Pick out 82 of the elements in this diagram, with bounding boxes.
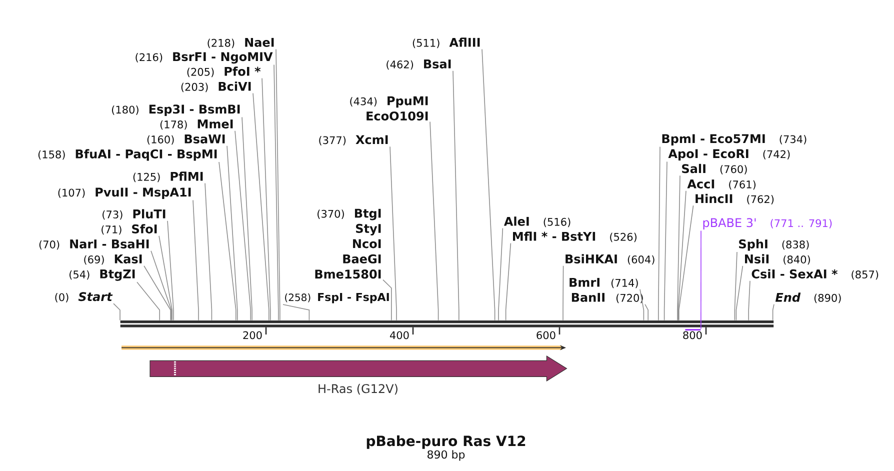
enzyme-label: AleI (516)	[504, 216, 570, 228]
enzyme-label: ApoI - EcoRI (742)	[668, 149, 790, 160]
enzyme-label: (180) Esp3I - BsmBI	[112, 104, 240, 116]
primer-label: pBABE 3' (771 .. 791)	[703, 218, 832, 230]
leader-line	[505, 242, 512, 321]
leader-line	[274, 64, 279, 321]
enzyme-label: (370) BtgI StyI NcoI BaeGI Bme1580I	[315, 208, 381, 279]
enzyme-label: BsiHKAI (604)	[566, 254, 654, 265]
enzyme-label: (71) SfoI	[102, 224, 157, 235]
enzyme-label: (511) AflIII	[412, 38, 480, 48]
enzyme-label: (73) PluTI	[102, 209, 166, 220]
enzyme-label: (216) BsrFI - NgoMIV	[136, 52, 273, 64]
leader-line	[498, 228, 504, 321]
leader-line	[452, 70, 460, 321]
length-label: 890 bp	[428, 450, 465, 461]
leader-line	[700, 230, 702, 330]
enzyme-label: HincII (762)	[696, 194, 774, 204]
sequence-backbone	[120, 320, 774, 328]
enzyme-label: AccI (761)	[687, 180, 756, 190]
enzyme-label: (54) BtgZI	[70, 270, 135, 281]
leader-line	[226, 145, 238, 321]
enzyme-label: (107) PvuII - MspA1I	[58, 188, 191, 199]
leader-line	[242, 116, 252, 321]
title: pBabe-puro Ras V12	[366, 435, 526, 449]
enzyme-label: (178) MmeI	[160, 120, 233, 130]
leader-line	[562, 265, 564, 321]
leader-line	[167, 220, 174, 321]
enzyme-label: MflI * - BstYI (526)	[513, 232, 636, 242]
leader-line	[282, 304, 310, 321]
leader-line	[150, 250, 172, 321]
enzyme-label: CsiI - SexAI * (857)	[752, 269, 878, 280]
enzyme-label: (158) BfuAI - PaqCI - BspMI	[38, 149, 217, 161]
leader-line	[234, 130, 252, 321]
leader-line	[748, 280, 750, 321]
leader-line	[144, 265, 172, 321]
leader-line	[658, 146, 660, 321]
enzyme-label: (70) NarI - BsaHI	[39, 240, 149, 250]
tick-label: 400	[390, 331, 409, 340]
leader-line	[113, 303, 120, 321]
enzyme-label: NsiI (840)	[745, 254, 810, 265]
tick-label: 600	[536, 331, 556, 340]
leader-line	[736, 265, 744, 321]
enzyme-label: (160) BsaWI	[147, 134, 225, 145]
enzyme-label: (434) PpuMI EcoO109I	[350, 96, 428, 121]
enzyme-label: BpmI - Eco57MI (734)	[662, 134, 806, 146]
enzyme-label: SalI (760)	[682, 164, 747, 174]
leader-line	[136, 282, 160, 321]
enzyme-label: (205) PfoI *	[187, 66, 261, 78]
tick-label: 200	[243, 331, 262, 340]
leader-line	[644, 304, 648, 321]
leader-line	[482, 48, 496, 321]
enzyme-label: BanII (720)	[572, 292, 643, 304]
enzyme-label: (377) XcmI	[319, 135, 388, 146]
leader-line	[678, 205, 694, 321]
leader-line	[664, 161, 668, 321]
leader-line	[734, 252, 738, 321]
leader-line	[218, 162, 236, 321]
enzyme-label: (69) KasI	[84, 254, 142, 265]
enzyme-label: BmrI (714)	[570, 278, 638, 288]
leader-line	[772, 304, 774, 321]
enzyme-label: (258) FspI - FspAI	[285, 292, 389, 304]
enzyme-label: (462) BsaI	[386, 60, 451, 70]
enzyme-label: (203) BciVI	[181, 82, 251, 92]
leader-line	[390, 146, 397, 321]
position-label: (0) Start	[55, 292, 113, 302]
leader-line	[252, 92, 270, 321]
leader-line	[276, 48, 280, 321]
leader-line	[262, 78, 271, 321]
feature-label: H-Ras (G12V)	[318, 384, 398, 395]
leader-line	[382, 279, 392, 321]
leader-line	[158, 235, 173, 321]
leader-line	[678, 190, 686, 321]
leader-line	[640, 288, 644, 321]
tick-label: 800	[683, 331, 702, 340]
leader-line	[204, 182, 212, 321]
enzyme-label: (218) NaeI	[208, 38, 274, 48]
leader-line	[192, 200, 199, 321]
leader-line	[677, 175, 680, 321]
leader-line	[430, 121, 439, 321]
position-label: End (890)	[775, 292, 841, 304]
enzyme-label: (125) PflMI	[133, 172, 203, 182]
enzyme-label: SphI (838)	[739, 239, 809, 251]
